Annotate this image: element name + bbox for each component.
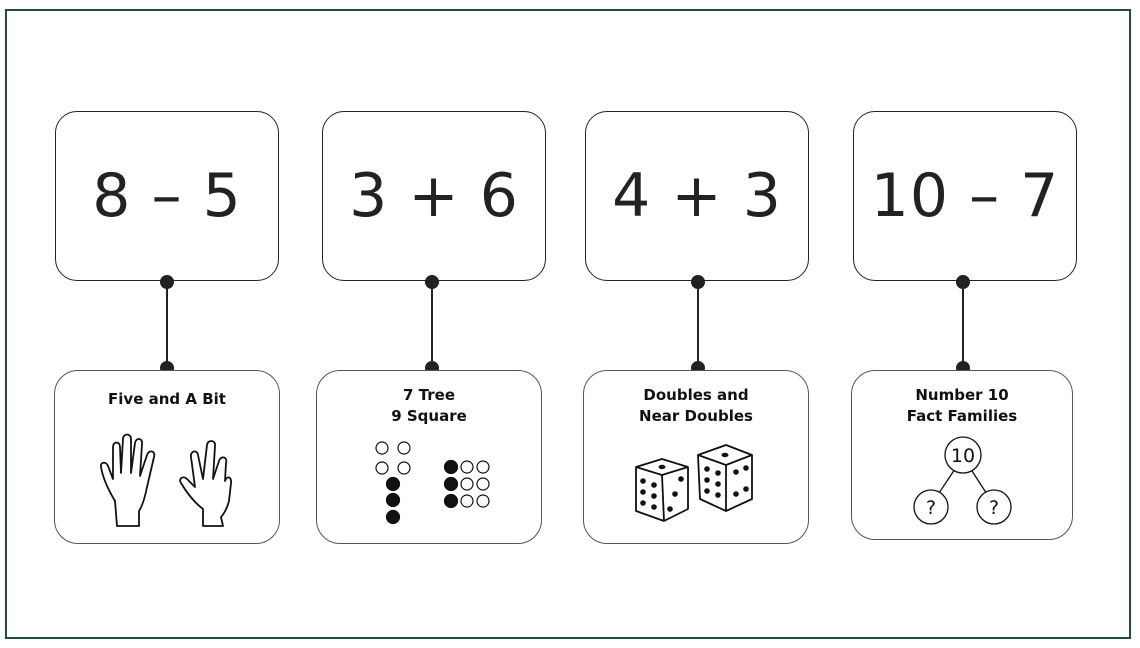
equation-card-1: 8 – 5 — [55, 111, 279, 281]
strategy-title-line: Near Doubles — [639, 407, 753, 425]
strategy-title-line: 9 Square — [391, 407, 467, 425]
equation-text: 3 + 6 — [349, 161, 519, 231]
strategy-title-line: Five and A Bit — [108, 390, 226, 408]
connector-2 — [425, 275, 439, 375]
part-circle-b — [976, 489, 1012, 525]
strategy-title: Number 10 Fact Families — [852, 385, 1072, 427]
part-value-b: ? — [989, 497, 999, 519]
connector-4 — [956, 275, 970, 375]
strategy-title: 7 Tree 9 Square — [317, 385, 541, 427]
equation-text: 8 – 5 — [92, 161, 242, 231]
strategy-title: Five and A Bit — [55, 389, 279, 410]
connector-1 — [160, 275, 174, 375]
equation-card-2: 3 + 6 — [322, 111, 546, 281]
whole-value: 10 — [951, 445, 975, 467]
strategy-card-3: Doubles and Near Doubles — [583, 370, 809, 544]
equation-text: 4 + 3 — [612, 161, 782, 231]
equation-card-4: 10 – 7 — [853, 111, 1077, 281]
equation-text: 10 – 7 — [870, 161, 1060, 231]
dot-pattern-icon — [375, 441, 490, 525]
strategy-title: Doubles and Near Doubles — [584, 385, 808, 427]
whole-circle — [944, 436, 982, 474]
part-circle-a — [913, 489, 949, 525]
strategy-title-line: Number 10 — [915, 386, 1009, 404]
strategy-title-line: 7 Tree — [403, 386, 455, 404]
strategy-card-1: Five and A Bit — [54, 370, 280, 544]
part-value-a: ? — [926, 497, 936, 519]
hands-icon — [100, 433, 233, 527]
dice-icon — [635, 444, 753, 522]
strategy-title-line: Doubles and — [643, 386, 749, 404]
connector-3 — [691, 275, 705, 375]
part-whole-icon: 10 ? ? — [913, 436, 1012, 525]
strategy-card-2: 7 Tree 9 Square — [316, 370, 542, 544]
strategy-title-line: Fact Families — [906, 407, 1018, 425]
strategy-card-4: Number 10 Fact Families 10 ? ? — [851, 370, 1073, 540]
